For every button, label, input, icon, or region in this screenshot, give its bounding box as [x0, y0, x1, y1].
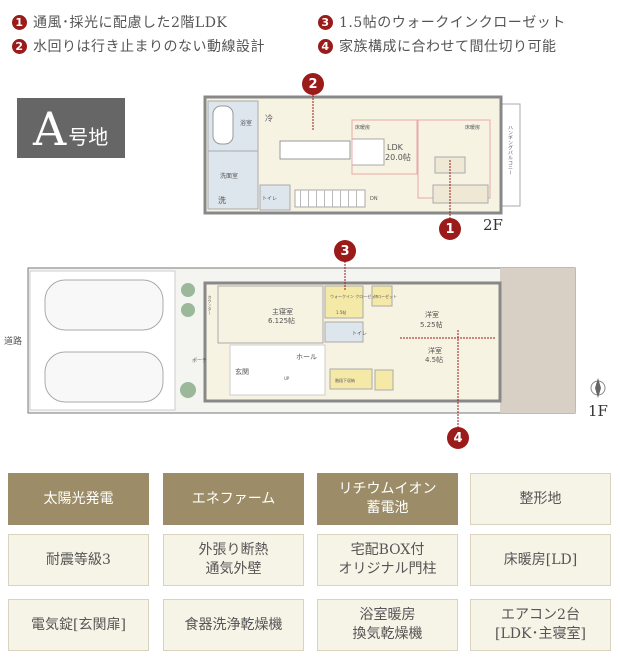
highlight-2: 2 水回りは行き止まりのない動線設計: [12, 36, 265, 56]
back-garden: [500, 268, 575, 413]
feature-tile: エネファーム: [163, 473, 304, 525]
bathtub: [212, 105, 234, 145]
compass-icon: [590, 378, 606, 398]
marker-4: 4: [447, 427, 469, 449]
car-1: [44, 279, 164, 331]
room2-size: 4.5帖: [425, 355, 443, 364]
highlight-4: 4 家族構成に合わせて間仕切り可能: [318, 36, 557, 56]
down-label: DN: [370, 196, 378, 202]
floor-plans: 冷 浴室 洗面室 洗 トイレ LDK 20.0帖 床暖房 床暖房 DN ハンギン…: [27, 92, 606, 430]
floor-plan-1f: 主寝室 6.125帖 ウォークイン クローゼット 1.5帖 クローゼット トイレ…: [27, 258, 576, 430]
tree: [181, 283, 195, 297]
feature-tile: リチウムイオン 蓄電池: [317, 473, 458, 525]
entrance-label: 玄関: [235, 367, 249, 376]
feature-tile: 太陽光発電: [8, 473, 149, 525]
number-badge: 2: [12, 38, 27, 54]
tree: [181, 303, 195, 317]
floor-heating-label: 床暖房: [355, 124, 370, 131]
highlight-text: 水回りは行き止まりのない動線設計: [33, 39, 265, 55]
feature-tile: 外張り断熱 通気外壁: [163, 534, 304, 586]
toilet-label: トイレ: [352, 331, 367, 337]
washroom-label: 洗面室: [220, 172, 238, 180]
master-size: 6.125帖: [268, 316, 295, 325]
number-badge: 1: [12, 14, 27, 30]
closet: [374, 369, 394, 391]
highlight-3: 3 1.5帖のウォークインクローゼット: [318, 12, 566, 32]
counter-label: カウンター: [208, 295, 213, 315]
wic-label: ウォークイン クローゼット: [330, 293, 379, 299]
ldk-size: 20.0帖: [385, 152, 411, 162]
ldk-label: LDK: [387, 143, 404, 152]
master-bedroom: [217, 285, 324, 344]
feature-tile: 電気錠[玄関扉]: [8, 599, 149, 651]
wic-size: 1.5帖: [336, 309, 346, 315]
highlight-text: 通風･採光に配慮した2階LDK: [33, 15, 228, 31]
washer-label: 洗: [218, 195, 226, 205]
sofa: [432, 184, 489, 204]
room1-size: 5.25帖: [420, 320, 443, 329]
road-label: 道路: [4, 337, 23, 347]
car-2: [44, 351, 164, 403]
room1-label: 洋室: [425, 310, 439, 319]
master-label: 主寝室: [272, 307, 293, 316]
floor-plan-2f: 冷 浴室 洗面室 洗 トイレ LDK 20.0帖 床暖房 床暖房 DN ハンギン…: [203, 92, 521, 222]
highlight-text: 1.5帖のウォークインクローゼット: [339, 15, 566, 31]
floor-heating-zone-1: [351, 119, 418, 175]
toilet-1f: [324, 321, 364, 343]
porch-label: ポーチ: [192, 357, 207, 364]
toilet-label: トイレ: [262, 196, 277, 202]
hall-label: ホール: [296, 353, 317, 361]
marker-3: 3: [334, 240, 356, 262]
kitchen-counter: [279, 140, 351, 160]
hall: [229, 344, 326, 396]
highlight-text: 家族構成に合わせて間仕切り可能: [339, 39, 557, 55]
feature-tile: 宅配BOX付 オリジナル門柱: [317, 534, 458, 586]
balcony-label: ハンギングバルコニー: [507, 125, 513, 175]
feature-tile: エアコン2台 [LDK･主寝室]: [470, 599, 611, 651]
lot-suffix: 号地: [68, 125, 109, 149]
feature-tile: 整形地: [470, 473, 611, 525]
floor-label-2f: 2F: [483, 216, 503, 234]
tree: [180, 382, 196, 398]
feature-tile: 食器洗浄乾燥機: [163, 599, 304, 651]
number-badge: 4: [318, 38, 333, 54]
marker-1: 1: [439, 218, 461, 240]
closet: [371, 285, 393, 307]
highlight-1: 1 通風･採光に配慮した2階LDK: [12, 12, 227, 32]
walk-in-closet: [324, 285, 364, 319]
toilet-2f: [259, 184, 291, 211]
feature-tile: 床暖房[LD]: [470, 534, 611, 586]
room2-label: 洋室: [428, 346, 442, 355]
number-badge: 3: [318, 14, 333, 30]
floor-heating-label: 床暖房: [465, 124, 480, 131]
stairs: [294, 189, 366, 208]
floor-label-1f: 1F: [588, 402, 608, 420]
washroom: [207, 150, 259, 210]
fridge-label: 冷: [265, 113, 273, 123]
storage-label: 階段下収納: [335, 377, 355, 383]
lot-letter: A: [33, 102, 67, 156]
up-label: UP: [284, 376, 290, 381]
feature-tile: 浴室暖房 換気乾燥機: [317, 599, 458, 651]
closet-label: クローゼット: [373, 293, 397, 299]
feature-tile: 耐震等級3: [8, 534, 149, 586]
under-stair-storage: [329, 368, 373, 390]
marker-2: 2: [302, 73, 324, 95]
dining-table: [351, 138, 385, 166]
bath-label: 浴室: [240, 119, 252, 127]
